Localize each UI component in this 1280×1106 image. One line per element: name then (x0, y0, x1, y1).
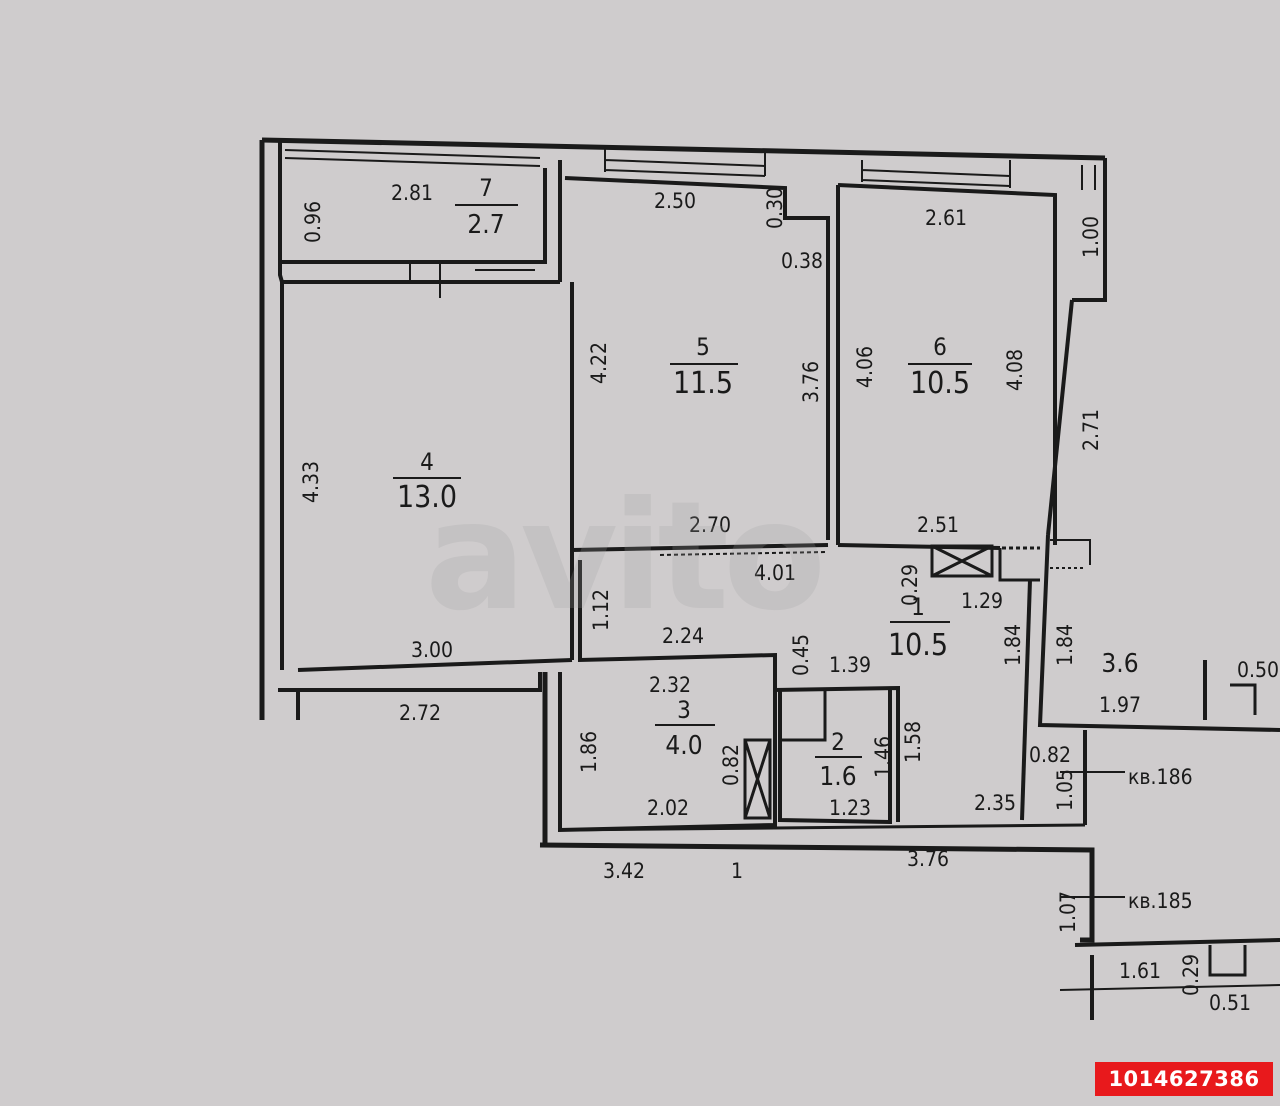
dim-south-left: 3.42 (603, 859, 645, 883)
dim-room-6-top: 2.61 (925, 206, 967, 230)
closet-3-6-wall (1037, 534, 1280, 732)
dim-balcony-width: 2.81 (391, 181, 433, 205)
dim-hall-west: 1.12 (589, 589, 613, 631)
dim-entry-offset: 0.82 (1029, 743, 1071, 767)
dim-room-4-height: 4.33 (299, 461, 323, 503)
dim-room-6-east: 4.08 (1003, 349, 1027, 391)
dim-shaft-depth: 0.29 (898, 564, 922, 606)
closet-area: 3.6 (1101, 649, 1138, 679)
dim-shaft-2-depth: 0.82 (719, 744, 743, 786)
dim-loggia-width: 2.72 (399, 701, 441, 725)
room-5-walls (564, 176, 830, 540)
closet-label: 3.6 (1101, 649, 1138, 679)
dim-niche-depth: 0.30 (763, 187, 787, 229)
room-5-south-wall (571, 543, 829, 552)
dim-closet-west: 1.84 (1053, 624, 1077, 666)
dim-hall-lower-height: 1.58 (901, 721, 925, 763)
dim-room-6-bottom: 2.51 (917, 513, 959, 537)
dim-hall-bottom-right: 2.35 (974, 791, 1016, 815)
windows (284, 148, 1096, 556)
room-6-label: 6 10.5 (908, 333, 972, 401)
dim-room-5-bottom: 2.70 (689, 513, 731, 537)
ventilation-shafts (743, 539, 1091, 820)
dim-neighbour-small-width: 0.51 (1209, 991, 1251, 1015)
dim-room-4-bottom: 3.00 (411, 638, 453, 662)
dim-closet-bottom: 1.97 (1099, 693, 1141, 717)
apartment-markers: кв.186 кв.185 (1060, 765, 1193, 913)
room-4-number: 4 (420, 448, 434, 476)
dim-east-top: 1.00 (1079, 216, 1103, 258)
listing-id-badge: 1014627386 (1095, 1062, 1273, 1096)
dim-wc-width: 1.39 (829, 653, 871, 677)
room-6-area: 10.5 (910, 366, 970, 401)
dim-room-5-west: 4.22 (587, 342, 611, 384)
walls (259, 137, 1280, 1020)
room-4-area: 13.0 (397, 480, 457, 515)
dim-hall-bottom-left: 2.24 (662, 624, 704, 648)
dim-niche-width: 0.38 (781, 249, 823, 273)
room-5-label: 5 11.5 (670, 333, 738, 401)
room-7-area: 2.7 (467, 210, 504, 240)
window-balcony (284, 149, 541, 167)
room-5-area: 11.5 (673, 366, 733, 401)
dim-room-6-west: 4.06 (853, 346, 877, 388)
room-3-label: 3 4.0 (655, 696, 715, 761)
dim-shaft-width: 1.29 (961, 589, 1003, 613)
room-4-south-wall (297, 658, 573, 672)
dim-east-mid: 2.71 (1079, 409, 1103, 451)
outer-wall-south (539, 842, 1095, 943)
dim-wc-bottom: 1.23 (829, 796, 871, 820)
window-room-5 (604, 148, 766, 177)
room-2-number: 2 (831, 728, 845, 756)
apartment-186-label: кв.186 (1128, 765, 1193, 789)
window-room-6 (861, 160, 1011, 188)
dim-bath-top: 2.32 (649, 673, 691, 697)
outer-wall-north (261, 137, 1106, 161)
room-5-number: 5 (696, 333, 710, 361)
dim-neighbour-bottom: 1.61 (1119, 959, 1161, 983)
room-7-number: 7 (479, 174, 493, 202)
watermark-logo: avito (425, 470, 826, 644)
dim-room-5-east: 3.76 (799, 361, 823, 403)
room-2-area: 1.6 (819, 762, 856, 792)
dim-hall-east: 1.84 (1001, 624, 1025, 666)
room-3-number: 3 (677, 696, 691, 724)
room-3-area: 4.0 (665, 731, 702, 761)
dim-balcony-depth: 0.96 (301, 201, 325, 243)
room-1-area: 10.5 (888, 628, 948, 663)
dim-bath-height: 1.86 (577, 731, 601, 773)
room-6-number: 6 (933, 333, 947, 361)
room-7-label: 7 2.7 (455, 174, 518, 240)
dim-south-right: 3.76 (907, 847, 949, 871)
hall-walls (578, 560, 900, 822)
dim-neighbour-top: 0.50 (1237, 658, 1279, 682)
dim-neighbour-small-depth: 0.29 (1179, 954, 1203, 996)
dim-room-5-top: 2.50 (654, 189, 696, 213)
dim-bath-bottom: 2.02 (647, 796, 689, 820)
dim-wc-height: 1.46 (871, 736, 895, 778)
room-6-walls (837, 183, 1057, 545)
room-2-walls (778, 690, 892, 825)
room-2-label: 2 1.6 (815, 728, 862, 792)
dimension-labels: 0.96 2.81 2.50 0.30 0.38 2.61 1.00 4.22 … (299, 181, 1279, 1015)
balcony-wall (282, 168, 547, 264)
room-4-label: 4 13.0 (393, 448, 461, 515)
dim-entry-width: 1.05 (1053, 769, 1077, 811)
room-1-number: 1 (911, 593, 925, 621)
apartment-185-label: кв.185 (1128, 889, 1193, 913)
room-1-label: 1 10.5 (888, 593, 950, 663)
east-wall-upper (1072, 158, 1107, 302)
room-labels: 7 2.7 5 11.5 6 10.5 4 13.0 1 10.5 3 4.0 (393, 174, 1139, 792)
dim-south-mid: 1 (731, 859, 743, 883)
inner-wall-west (278, 140, 284, 670)
balcony-door (409, 261, 535, 298)
dim-hall-width: 4.01 (754, 561, 796, 585)
dim-wall-step: 0.45 (789, 634, 813, 676)
